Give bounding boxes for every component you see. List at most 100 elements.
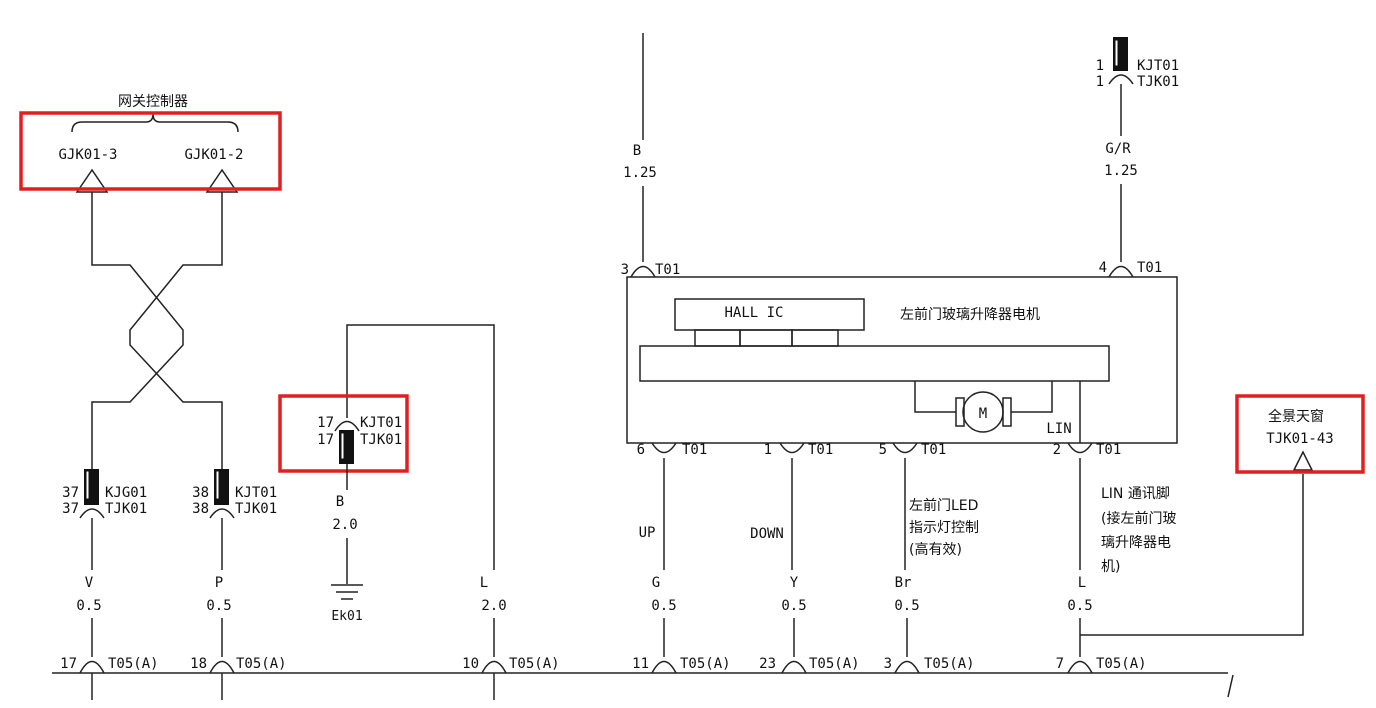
hall-ic-label: HALL IC — [724, 305, 783, 321]
bottom-connector-11-name: T05(A) — [680, 656, 731, 672]
bottom-connector-23-num: 23 — [759, 656, 776, 672]
connector-17-arc — [334, 420, 360, 432]
sunroof-title: 全景天窗 — [1268, 408, 1324, 425]
signal-led-note-2: 指示灯控制 — [909, 520, 979, 536]
sunroof-pin: TJK01-43 — [1266, 431, 1333, 447]
bottom-connector-17: 17 T05(A) — [60, 656, 159, 700]
ground-label: Ek01 — [331, 609, 362, 624]
wire-y-gauge: 0.5 — [781, 598, 806, 614]
highlight-sunroof — [1235, 394, 1365, 474]
bottom-connector-18-name: T05(A) — [236, 656, 287, 672]
bottom-connector-3-name: T05(A) — [924, 656, 975, 672]
wire-l-mid-upper — [346, 324, 495, 570]
bottom-connector-10: 10 T05(A) — [462, 656, 560, 700]
signal-lin-note-2: (接左前门玻 — [1101, 510, 1176, 527]
wire-l-right-color: L — [1078, 575, 1086, 591]
bottom-connector-18: 18 T05(A) — [190, 656, 287, 700]
wire-v-twist — [91, 192, 184, 470]
motor-symbol-label: M — [979, 406, 987, 422]
motor-pin-top-4-num: 4 — [1099, 260, 1107, 276]
bottom-connector-10-name: T05(A) — [509, 656, 560, 672]
signal-up: UP — [639, 525, 656, 541]
motor-pin-top-3-arc — [630, 265, 656, 278]
wire-b-ground-color: B — [336, 494, 344, 510]
wire-b-top-color: B — [633, 143, 641, 159]
bottom-connector-7: 7 T05(A) — [1056, 656, 1147, 674]
motor-pin-bottom-2-num: 2 — [1053, 442, 1061, 458]
wire-p-gauge: 0.5 — [206, 598, 231, 614]
controller-board-box — [639, 345, 1110, 382]
wire-g-color: G — [652, 575, 660, 591]
connector-17-num-bot: 17 — [317, 432, 334, 448]
connector-top-right-num-bot: 1 — [1096, 74, 1104, 90]
motor-pin-bottom-2-name: T01 — [1096, 442, 1121, 458]
bottom-connector-17-num: 17 — [60, 656, 77, 672]
motor-pin-bottom-1-name: T01 — [808, 442, 833, 458]
highlight-gateway — [19, 111, 282, 191]
connector-top-right-name-bot: TJK01 — [1137, 74, 1179, 90]
bottom-connector-18-num: 18 — [190, 656, 207, 672]
bottom-connector-3: 3 T05(A) — [884, 656, 975, 674]
connector-17-name-bot: TJK01 — [360, 432, 402, 448]
wire-l-mid-color: L — [480, 575, 488, 591]
lin-label: LIN — [1046, 421, 1071, 437]
motor-pin-bottom-1-arc — [779, 442, 805, 454]
motor-pin-bottom-5-arc — [892, 442, 918, 454]
connector-top-right-num-top: 1 — [1096, 58, 1104, 74]
bottom-connector-23-name: T05(A) — [809, 656, 860, 672]
wire-l-right-gauge: 0.5 — [1067, 598, 1092, 614]
wire-y-color: Y — [790, 575, 799, 591]
signal-lin-note-4: 机) — [1101, 559, 1120, 575]
wire-v-color: V — [85, 575, 94, 591]
motor-module-title: 左前门玻璃升降器电机 — [900, 306, 1040, 323]
signal-lin-note-3: 璃升降器电 — [1101, 534, 1171, 551]
wire-p-color: P — [215, 575, 223, 591]
wire-br-color: Br — [895, 575, 912, 591]
wire-g-gauge: 0.5 — [651, 598, 676, 614]
wire-b-ground-gauge: 2.0 — [332, 517, 357, 533]
signal-led-note-1: 左前门LED — [909, 497, 978, 514]
signal-down: DOWN — [750, 526, 784, 542]
signal-led-note-3: (高有效) — [909, 541, 962, 558]
bottom-connector-11: 11 T05(A) — [632, 656, 731, 674]
connector-top-right-name-top: KJT01 — [1137, 58, 1179, 74]
wire-br-gauge: 0.5 — [894, 598, 919, 614]
motor-pin-top-3-name: T01 — [655, 262, 680, 278]
connector-37-name-top: KJG01 — [105, 485, 147, 501]
sunroof-pin-triangle — [1292, 450, 1314, 471]
connector-38-name-top: KJT01 — [235, 485, 277, 501]
motor-pin-bottom-5-name: T01 — [921, 442, 946, 458]
motor-pin-bottom-5-num: 5 — [879, 442, 887, 458]
connector-37-num-bot: 37 — [62, 501, 79, 517]
highlight-connector-17 — [278, 394, 409, 473]
bottom-connector-7-num: 7 — [1056, 656, 1064, 672]
connector-38-num-top: 38 — [192, 485, 209, 501]
gateway-title: 网关控制器 — [118, 94, 188, 110]
gateway-pin-left: GJK01-3 — [58, 147, 117, 163]
connector-top-right-arc — [1108, 74, 1134, 85]
connector-38-num-bot: 38 — [192, 501, 209, 517]
wire-gr-top-gauge: 1.25 — [1104, 163, 1138, 179]
connector-37-arc — [79, 508, 105, 519]
wire-lin-to-sunroof — [1080, 474, 1304, 636]
connector-37-name-bot: TJK01 — [105, 501, 147, 517]
bottom-connector-3-num: 3 — [884, 656, 892, 672]
motor-pin-top-4-arc — [1108, 265, 1134, 278]
wire-p-twist — [129, 192, 223, 470]
motor-pin-bottom-6-name: T01 — [682, 442, 707, 458]
connector-17-num-top: 17 — [317, 415, 334, 431]
signal-lin-note-1: LIN 通讯脚 — [1101, 486, 1170, 502]
wire-l-mid-gauge: 2.0 — [481, 598, 506, 614]
connector-38-name-bot: TJK01 — [235, 501, 277, 517]
bottom-connector-10-num: 10 — [462, 656, 479, 672]
bottom-connector-17-name: T05(A) — [108, 656, 159, 672]
bottom-connector-23: 23 T05(A) — [759, 656, 860, 674]
motor-symbol — [962, 391, 1004, 433]
connector-37-num-top: 37 — [62, 485, 79, 501]
motor-pin-bottom-1-num: 1 — [764, 442, 772, 458]
connector-38-arc — [209, 508, 235, 519]
motor-pin-top-3-num: 3 — [621, 262, 629, 278]
bottom-connector-7-name: T05(A) — [1096, 656, 1147, 672]
wire-gr-top-color: G/R — [1105, 141, 1131, 157]
